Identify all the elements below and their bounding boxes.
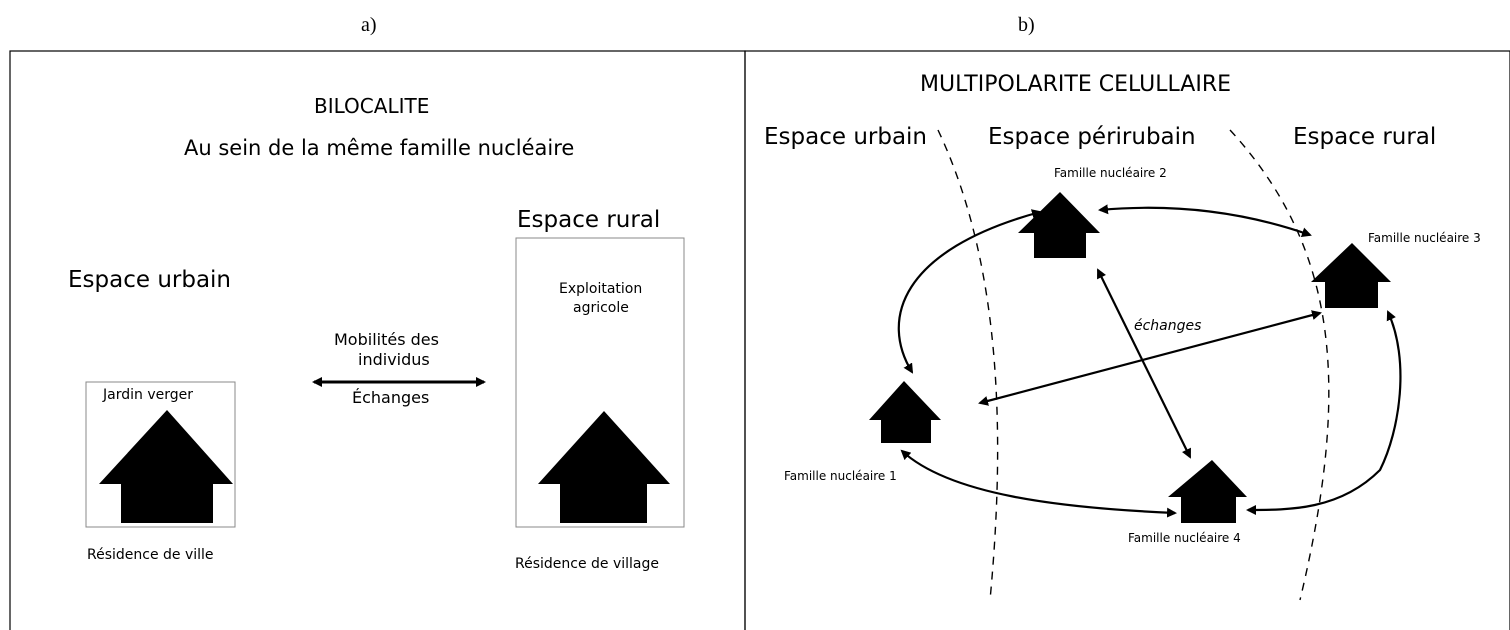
arrow-label-line1: Mobilités des xyxy=(334,330,439,349)
family-house-icon-3 xyxy=(1311,243,1391,308)
rural-box-label-line1: Exploitation xyxy=(559,281,643,297)
rural-residence-box xyxy=(515,237,685,528)
panel-a-caption: a) xyxy=(361,14,377,36)
arrow-family-1-4 xyxy=(900,449,1177,518)
arrow-family-2-3 xyxy=(1098,204,1312,238)
family-house-icon-1 xyxy=(869,381,941,443)
family-label-3: Famille nucléaire 3 xyxy=(1368,231,1481,245)
arrow-family-2-4 xyxy=(1097,268,1191,459)
family-label-1: Famille nucléaire 1 xyxy=(784,469,897,483)
urban-space-heading: Espace urbain xyxy=(68,267,232,293)
panel-b-frame xyxy=(744,50,1510,630)
arrow-label-line3: Échanges xyxy=(352,388,430,407)
zone-boundaries xyxy=(937,129,1330,601)
rural-house-icon xyxy=(538,411,670,523)
zone-label-urban: Espace urbain xyxy=(764,124,928,150)
exchange-arrows xyxy=(897,204,1402,518)
urban-periurban-boundary xyxy=(937,129,999,601)
panel-frames xyxy=(9,50,1510,630)
urban-box-label: Jardin verger xyxy=(103,387,193,403)
zone-label-periurban: Espace périrubain xyxy=(988,124,1196,150)
bilocalite-subtitle: Au sein de la même famille nucléaire xyxy=(184,136,575,160)
rural-box-label-line2: agricole xyxy=(573,300,629,316)
rural-residence-caption: Résidence de village xyxy=(515,556,660,572)
zone-label-rural: Espace rural xyxy=(1293,124,1437,150)
arrow-family-2-1 xyxy=(897,209,1042,374)
bilocalite-title: BILOCALITE xyxy=(314,94,430,118)
arrow-family-3-4 xyxy=(1246,310,1402,515)
exchanges-label: échanges xyxy=(1134,318,1202,334)
family-house-icon-2 xyxy=(1018,192,1100,258)
family-label-2: Famille nucléaire 2 xyxy=(1054,166,1167,180)
family-house-icon-4 xyxy=(1168,460,1247,523)
panel-b-caption: b) xyxy=(1018,14,1035,36)
urban-house-icon xyxy=(99,410,233,523)
family-label-4: Famille nucléaire 4 xyxy=(1128,531,1241,545)
urban-residence-caption: Résidence de ville xyxy=(87,547,214,563)
arrow-label-line2: individus xyxy=(358,350,430,369)
multipolarite-title: MULTIPOLARITE CELULLAIRE xyxy=(920,72,1232,97)
rural-space-heading: Espace rural xyxy=(517,207,661,233)
periurban-rural-boundary xyxy=(1229,129,1330,601)
urban-residence-box xyxy=(85,381,236,528)
